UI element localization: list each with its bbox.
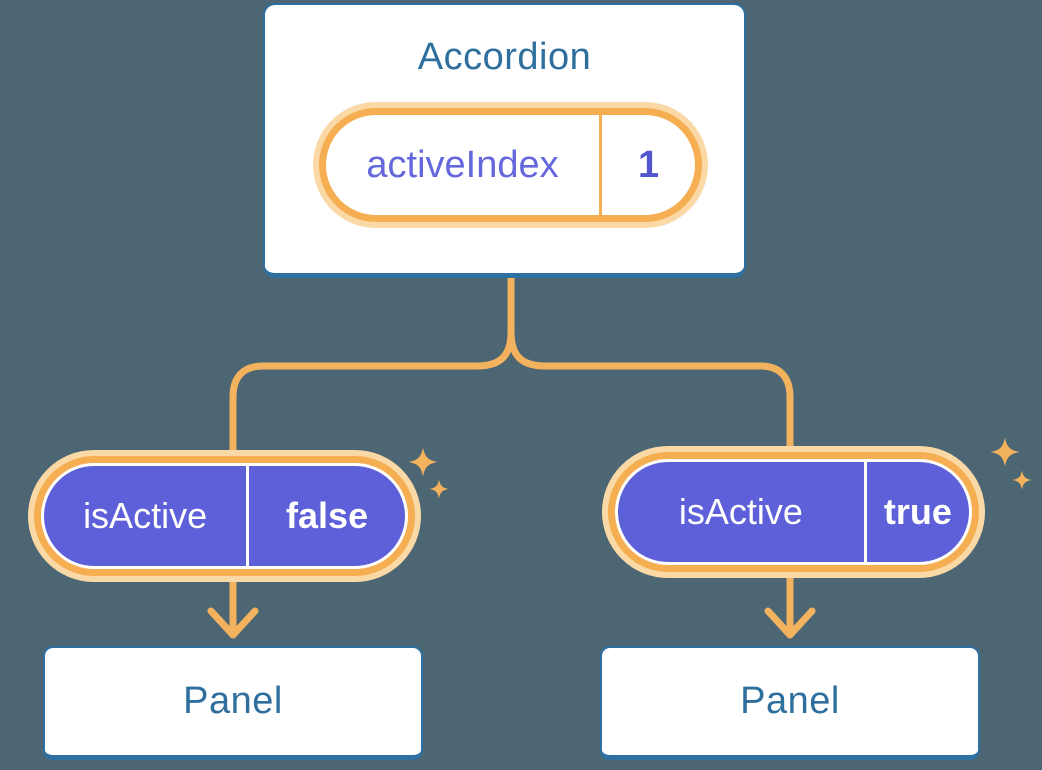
sparkle-icon [408, 447, 438, 477]
pill-divider [599, 115, 603, 215]
prop-name-label: isActive [83, 495, 208, 536]
panel-card-right: Panel [600, 646, 980, 760]
panel-card-left: Panel [43, 646, 423, 760]
prop-value-label: false [286, 495, 369, 536]
arrow-left-head [207, 607, 259, 639]
accordion-card: Accordion activeIndex 1 [263, 3, 746, 278]
sparkle-icon [1012, 470, 1032, 490]
branch-line-left [229, 277, 515, 456]
branch-line-right [507, 277, 794, 452]
state-pill-activeindex: activeIndex 1 [313, 102, 708, 228]
panel-title: Panel [183, 680, 283, 722]
state-pill-ring: activeIndex 1 [319, 108, 702, 222]
prop-pill-ring: isActive false [34, 456, 415, 576]
prop-pill-isactive-true: isActive true [602, 446, 985, 578]
sparkle-icon [429, 479, 449, 499]
prop-pill-ring: isActive true [608, 452, 979, 572]
pill-divider [863, 462, 867, 562]
prop-pill-isactive-false: isActive false [28, 450, 421, 582]
arrow-right-head [764, 607, 816, 639]
prop-value-label: true [883, 491, 952, 532]
panel-title: Panel [740, 680, 840, 722]
prop-name-label: isActive [678, 491, 803, 532]
accordion-title: Accordion [417, 36, 592, 78]
state-value-label: 1 [637, 143, 660, 186]
sparkle-icon [990, 437, 1020, 467]
pill-divider [246, 466, 250, 566]
state-name-label: activeIndex [366, 143, 559, 186]
